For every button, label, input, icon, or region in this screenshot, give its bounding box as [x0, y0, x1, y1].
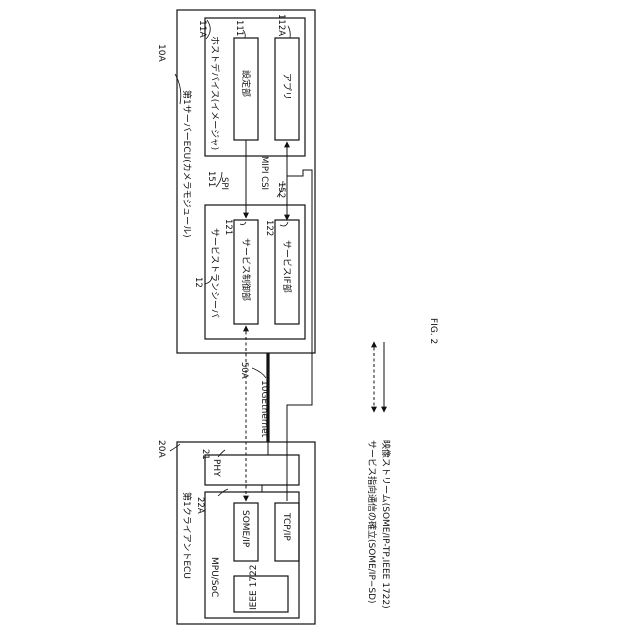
- spi-ref: 151: [206, 171, 216, 187]
- control-ref: 121: [223, 219, 233, 235]
- leader-112A: [288, 26, 290, 38]
- client-ecu-ref: 20A: [156, 440, 166, 458]
- phy-label: PHY: [211, 459, 221, 477]
- leader-20A: [170, 444, 180, 451]
- ieee-1722-box: [234, 576, 288, 612]
- host-device-ref: 11A: [197, 20, 207, 38]
- setting-ref: 111: [234, 20, 244, 36]
- app-ref: 112A: [276, 14, 286, 36]
- leader-10A: [175, 74, 181, 104]
- leader-122: [280, 222, 288, 226]
- if-ref: 122: [264, 220, 274, 236]
- transceiver-title: サービストランシーバ: [209, 228, 220, 318]
- transceiver-ref: 12: [193, 277, 203, 288]
- host-device-title: ホストデバイス(イメージャ): [209, 36, 221, 150]
- setting-label: 設定部: [240, 70, 252, 97]
- ethernet-ref: 50A: [239, 362, 249, 379]
- mpu-title: MPU/SoC: [209, 557, 219, 597]
- some-ip-label: SOME/IP: [240, 510, 250, 548]
- figure-label: FIG. 2: [428, 318, 438, 344]
- spi-label: SPI: [219, 177, 229, 190]
- legend-service-setup: サービス指向通信の確立(SOME/IP−SD): [366, 440, 378, 604]
- client-ecu-title: 第1クライアントECU: [181, 492, 193, 579]
- tcp-ip-label: TCP/IP: [281, 512, 291, 541]
- leader-121: [240, 222, 246, 225]
- app-label: アプリ: [281, 73, 292, 100]
- phy-ref: 21: [200, 449, 210, 460]
- mpu-ref: 22A: [195, 497, 205, 514]
- server-ecu-title: 第1サーバーECU(カメラモジュール): [181, 90, 193, 238]
- mipi-label: MIPI CSI: [259, 156, 269, 190]
- leader-21: [218, 450, 225, 457]
- legend-video-stream: 映像ストリーム(SOME/IP-TP,IEEE 1722): [380, 440, 392, 609]
- ieee-label: IEEE 1722: [249, 565, 259, 610]
- leader-50A: [252, 368, 266, 378]
- ethernet-label: 10GEthernet: [259, 380, 269, 438]
- server-ecu-ref: 10A: [156, 44, 166, 62]
- if-label: サービスIF部: [281, 240, 293, 293]
- control-label: サービス制御部: [240, 238, 252, 301]
- mipi-ref: 152: [276, 182, 286, 198]
